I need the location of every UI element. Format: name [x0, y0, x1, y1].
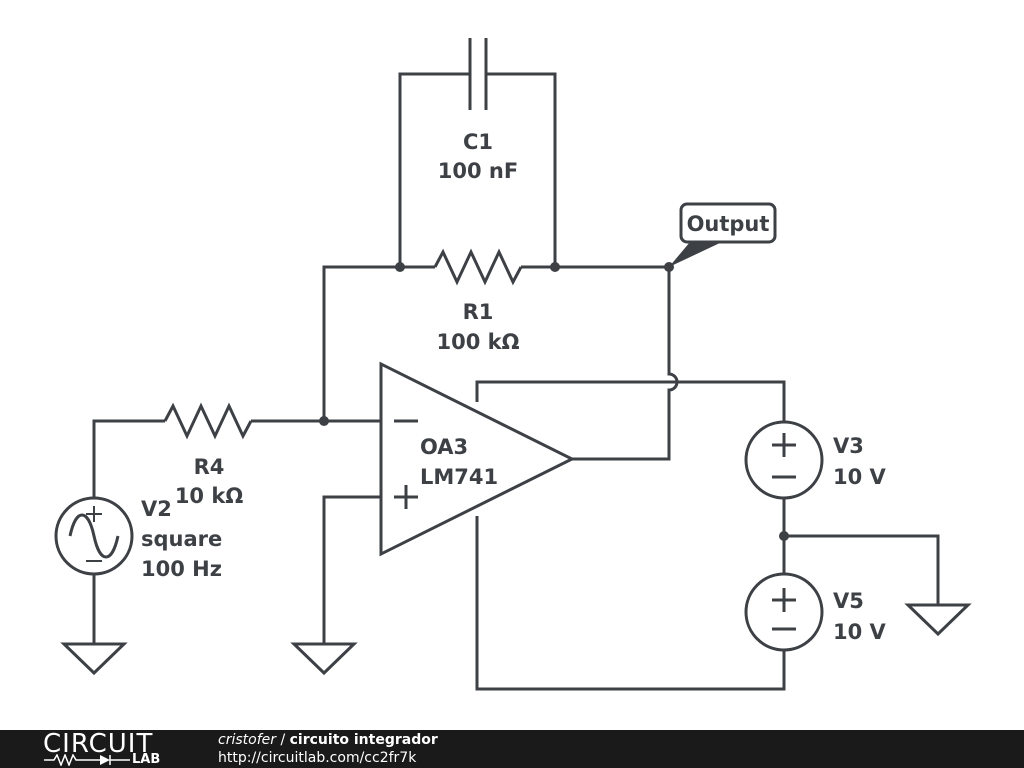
- r4-value-label: 10 kΩ: [175, 484, 244, 508]
- caption-separator: /: [276, 732, 290, 748]
- output-tag-box: [679, 202, 777, 244]
- r1-zigzag: [433, 248, 523, 286]
- circuit-url-link[interactable]: http://circuitlab.com/cc2fr7k: [218, 750, 417, 766]
- wire-noninverting-to-ground: [322, 495, 381, 644]
- opamp-body: [379, 361, 576, 557]
- opamp-oa3: [379, 361, 576, 557]
- author-link[interactable]: cristofer: [218, 732, 276, 748]
- wire-output-node: [572, 267, 679, 461]
- circuit-title[interactable]: circuito integrador: [289, 732, 438, 748]
- wire-positive-supply: [475, 380, 786, 422]
- output-tag-label: Output: [687, 212, 770, 236]
- c1-ref-label: C1: [463, 130, 493, 154]
- wire-negative-supply: [475, 516, 786, 691]
- junction-dot: [779, 531, 789, 541]
- c1-value-label: 100 nF: [438, 159, 518, 183]
- r1-value-label: 100 kΩ: [437, 330, 520, 354]
- circuit-schematic: Output C1 100 nF R1 100 kΩ R4 10 kΩ V2 s…: [54, 38, 972, 691]
- v3-body: [744, 420, 824, 500]
- ground-v2-icon: [60, 642, 128, 676]
- r4-ref-label: R4: [194, 455, 225, 479]
- output-tag: Output: [669, 202, 777, 267]
- oa3-ref-label: OA3: [420, 435, 468, 459]
- v5-ref-label: V5: [833, 589, 864, 613]
- v2-freq-label: 100 Hz: [141, 557, 222, 581]
- junction-dot: [395, 262, 405, 272]
- logo-circuit-text: CIRCUIT: [43, 729, 154, 759]
- sine-wave-icon: [68, 513, 120, 559]
- v2-type-label: square: [141, 527, 222, 551]
- voltage-source-v3: [744, 420, 824, 500]
- diode-icon: [44, 754, 130, 766]
- junction-dot: [319, 416, 329, 426]
- logo-lab-text: LAB: [132, 752, 161, 767]
- r4-zigzag: [163, 402, 253, 440]
- v2-ref-label: V2: [141, 497, 172, 521]
- ground-opamp-icon: [290, 642, 358, 676]
- wire-mid-to-ground: [784, 534, 940, 605]
- junction-dot: [550, 262, 560, 272]
- circuitlab-logo[interactable]: CIRCUIT LAB: [40, 730, 190, 768]
- capacitor-c1: [398, 38, 557, 267]
- ground-supply-icon: [904, 603, 972, 637]
- footer-bar: CIRCUIT LAB cristofer / circuito integra…: [0, 730, 1024, 768]
- v5-value-label: 10 V: [833, 620, 887, 644]
- footer-caption: cristofer / circuito integrador: [218, 731, 438, 749]
- voltage-source-v5: [744, 572, 824, 652]
- r1-ref-label: R1: [463, 300, 494, 324]
- v3-ref-label: V3: [833, 434, 864, 458]
- voltage-source-v2: [54, 496, 134, 644]
- output-tag-pointer: [669, 242, 722, 267]
- wire-v2-to-r4: [92, 419, 165, 498]
- v5-body: [744, 572, 824, 652]
- wire-c1-loop: [398, 72, 557, 267]
- v3-value-label: 10 V: [833, 465, 887, 489]
- resistor-r4: [92, 402, 381, 498]
- oa3-part-label: LM741: [420, 465, 498, 489]
